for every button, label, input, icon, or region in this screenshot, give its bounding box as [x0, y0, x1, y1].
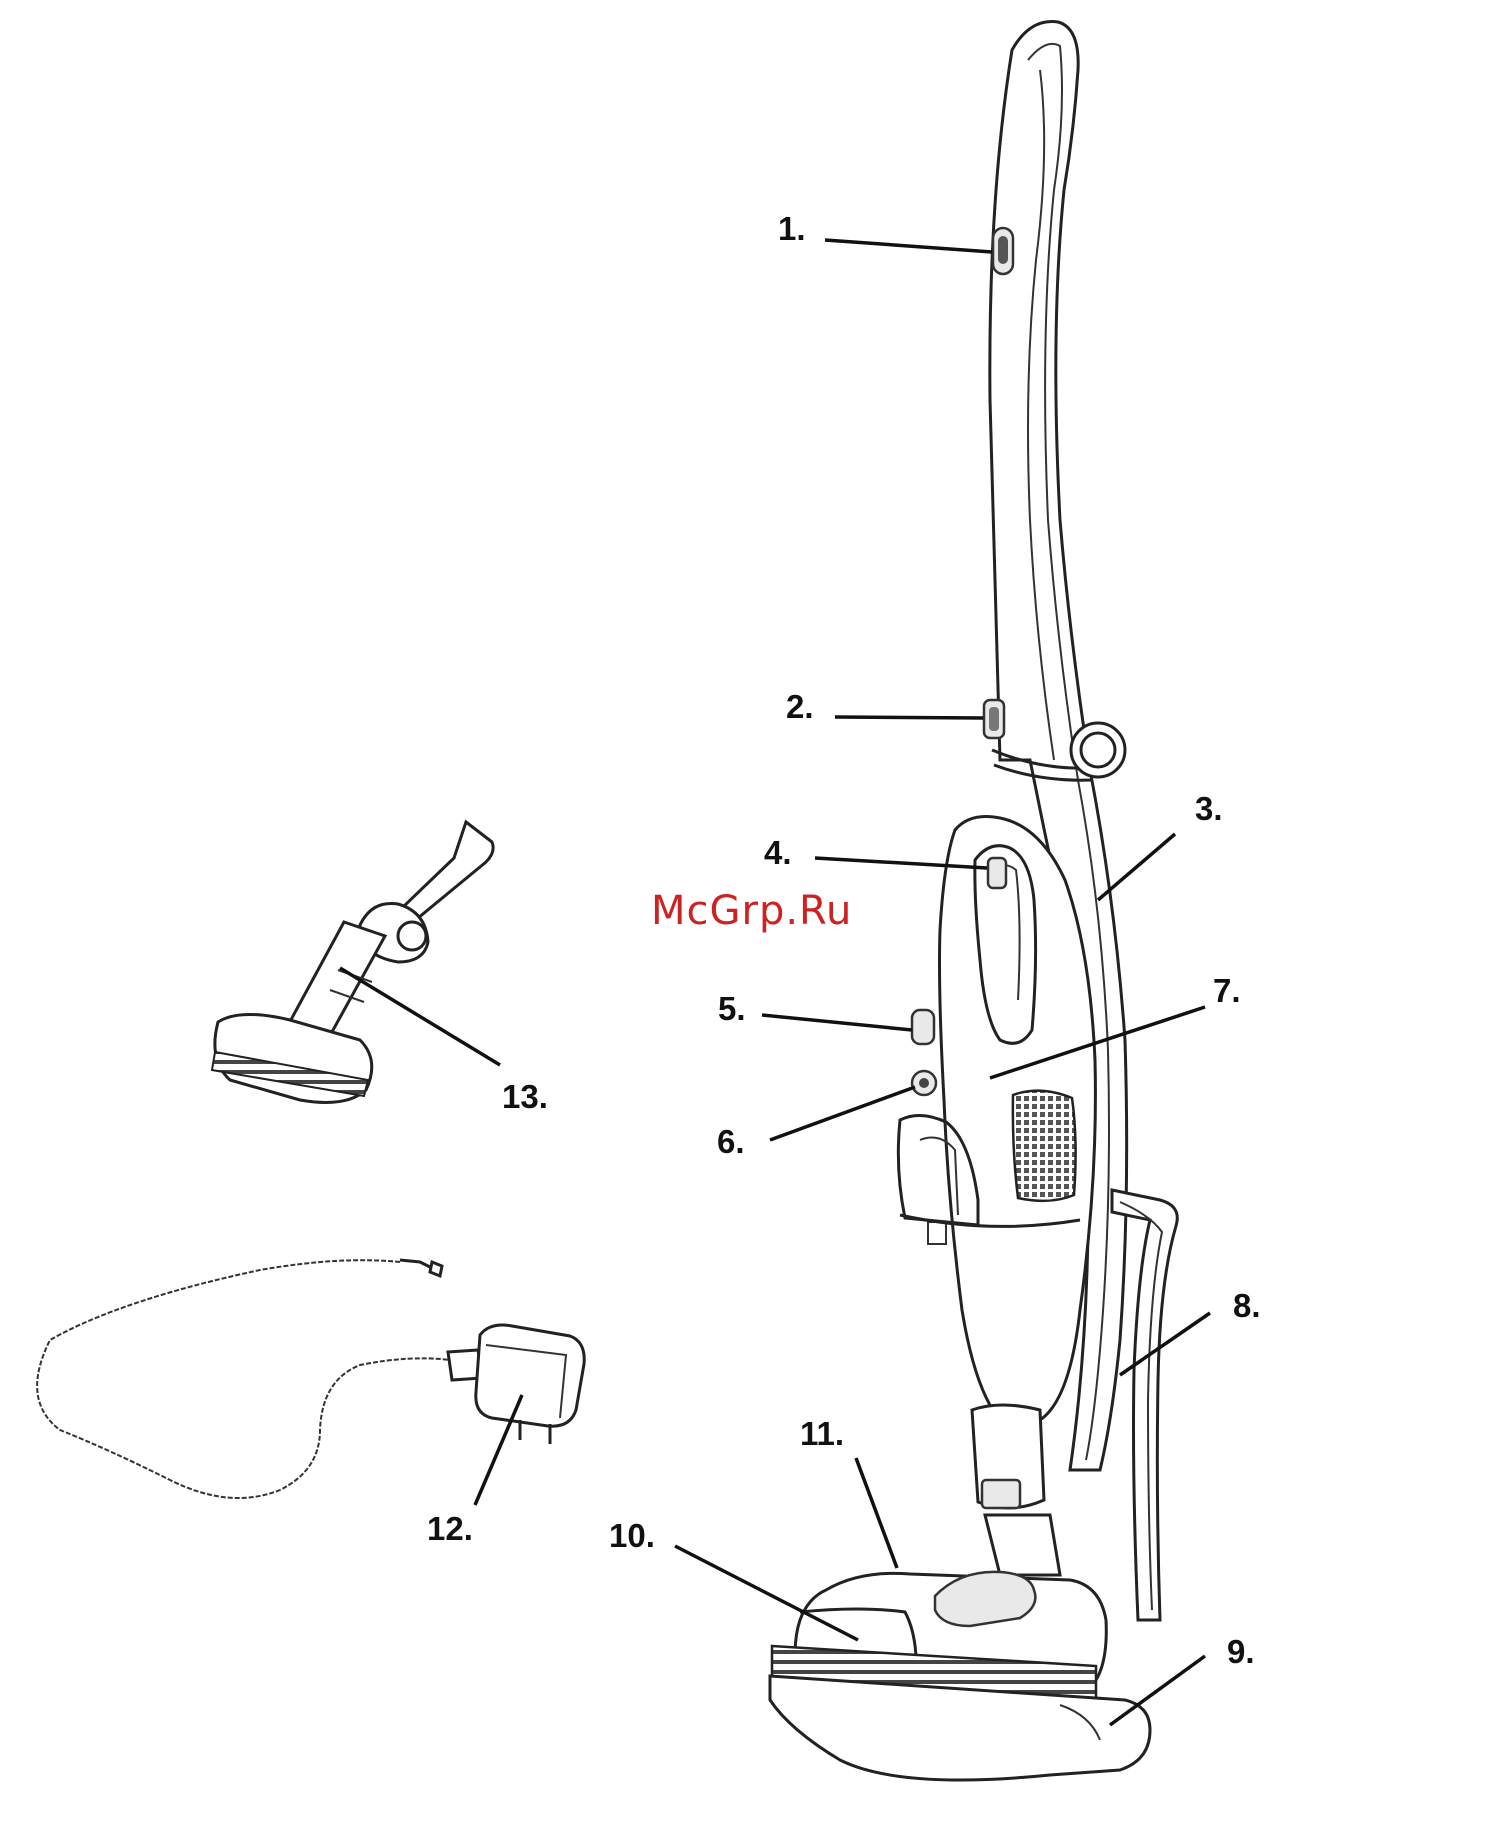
callout-13: 13. — [502, 1078, 548, 1116]
leader-line-3 — [1098, 834, 1175, 900]
floor-brush-head — [770, 1572, 1150, 1780]
callout-1: 1. — [778, 210, 806, 248]
callout-2: 2. — [786, 688, 814, 726]
callout-3: 3. — [1195, 790, 1223, 828]
charger-adapter — [37, 1260, 584, 1498]
callout-11: 11. — [800, 1415, 844, 1453]
leader-line-1 — [825, 240, 992, 252]
callout-4: 4. — [764, 834, 792, 872]
handheld-unit — [898, 817, 1095, 1576]
callout-6: 6. — [717, 1123, 745, 1161]
accessory-tool — [212, 822, 493, 1102]
leader-line-2 — [835, 717, 983, 718]
callout-9: 9. — [1227, 1633, 1255, 1671]
callout-5: 5. — [718, 990, 746, 1028]
leader-line-11 — [856, 1458, 897, 1568]
callout-8: 8. — [1233, 1287, 1261, 1325]
leader-line-9 — [1110, 1656, 1205, 1725]
watermark-text: McGrp.Ru — [651, 888, 852, 934]
callout-7: 7. — [1213, 972, 1241, 1010]
leader-line-5 — [762, 1015, 912, 1030]
leader-line-6 — [770, 1087, 915, 1140]
leader-line-8 — [1120, 1313, 1210, 1375]
callout-12: 12. — [427, 1510, 473, 1548]
callout-10: 10. — [609, 1517, 655, 1555]
